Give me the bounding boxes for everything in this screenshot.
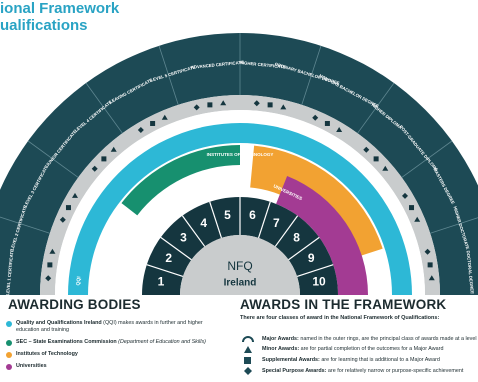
centre-disc [180,235,300,295]
diamond-icon [193,104,200,111]
square-icon [47,262,53,268]
triangle-icon [382,165,389,171]
diamond-icon [45,275,52,282]
diamond-icon [363,146,370,153]
level-divider [296,264,334,278]
title-line-2: ualifications [0,17,88,34]
qqi-band-label: QQI [76,275,83,285]
square-icon [427,262,433,268]
triangle-icon [49,248,56,254]
awarding-body-qqi: Quality and Qualifications Ireland (QQI)… [16,320,203,333]
awarding-body-universities: Universities [16,363,47,369]
certificate-ring [0,33,478,295]
diamond-icon [91,165,98,172]
triangle-icon [280,104,287,110]
level-divider [146,264,184,278]
level-number-8: 8 [293,231,300,245]
diamond-icon [59,216,66,223]
award-supplemental: Supplemental Awards: are for learning th… [262,357,440,363]
certificate-divider [0,216,50,234]
sec-color-dot [6,340,12,346]
title-line-1: ional Framework [0,0,120,17]
diamond-icon [137,126,144,133]
certificate-divider [430,217,478,234]
award-minor: Minor Awards: are for partial completion… [262,346,444,352]
level-number-3: 3 [180,231,187,245]
award-special-purpose: Special Purpose Awards: are for relative… [262,368,464,374]
arch-icon [242,336,254,342]
framework-title: ional Framework ualifications [0,0,119,34]
level-number-9: 9 [308,251,315,265]
awards-heading: AWARDS IN THE FRAMEWORK [240,297,447,312]
diamond-icon [253,100,260,107]
square-icon [267,102,273,108]
certificate-label: ADVANCED CERTIFICATE [191,60,245,70]
level-divider [209,201,223,239]
level-number-2: 2 [165,251,172,265]
level-number-1: 1 [158,275,165,289]
triangle-icon [220,100,227,106]
level-number-6: 6 [249,208,256,222]
awarding-body-it: Institutes of Technology [16,351,78,357]
level-number-5: 5 [224,208,231,222]
level-ring [142,197,338,295]
qqi-color-dot [6,321,12,327]
diamond-icon [244,367,252,375]
level-divider [288,236,320,261]
level-divider [257,201,271,239]
square-icon [101,156,107,162]
centre-title: NFQ [227,259,252,273]
certificate-label: DOCTORAL DEGREE [466,250,475,294]
certificate-label: HIGHER CERTIFICATE [240,60,286,69]
triangle-icon [110,146,117,152]
certificate-divider [85,82,123,134]
certificate-divider [158,45,179,105]
triangle-icon [71,192,78,198]
triangle-icon [428,275,435,281]
certificate-divider [301,45,322,105]
uni-color-dot [6,364,12,370]
square-icon [150,120,156,126]
square-icon [409,205,415,211]
centre-subtitle: Ireland [224,278,257,289]
it-color-dot [6,352,12,358]
triangle-icon [414,216,421,222]
level-divider [181,215,206,247]
awarding-bodies-heading: AWARDING BODIES [8,297,141,312]
awards-subheading: There are four classes of award in the N… [240,315,440,321]
certificate-divider [401,140,453,178]
square-icon [324,120,330,126]
triangle-icon [336,126,343,132]
sec-band-label: SEC [112,223,122,235]
universities-band [276,175,368,295]
triangle-icon [161,114,168,120]
square-icon [65,205,71,211]
triangle-icon [244,346,252,353]
level-divider [160,236,192,261]
diamond-icon [312,114,319,121]
qqi-band [68,123,412,295]
diamond-icon [424,248,431,255]
level-divider [274,215,299,247]
diamond-icon [402,192,409,199]
awarding-body-sec: SEC – State Examinations Commission (Dep… [16,339,206,345]
it-band-label: INSTITUTES OF TECHNOLOGY [207,152,274,157]
sec-band [121,145,240,216]
certificate-label: LEVEL 1 CERTIFICATE [5,249,15,296]
level-number-4: 4 [200,216,207,230]
certificate-divider [27,140,79,178]
square-icon [207,102,213,108]
award-major: Major Awards: named in the outer rings, … [262,336,477,342]
certificate-divider [357,82,395,134]
level-number-10: 10 [312,275,326,289]
square-icon [373,156,379,162]
square-icon [244,357,251,364]
level-number-7: 7 [273,216,280,230]
